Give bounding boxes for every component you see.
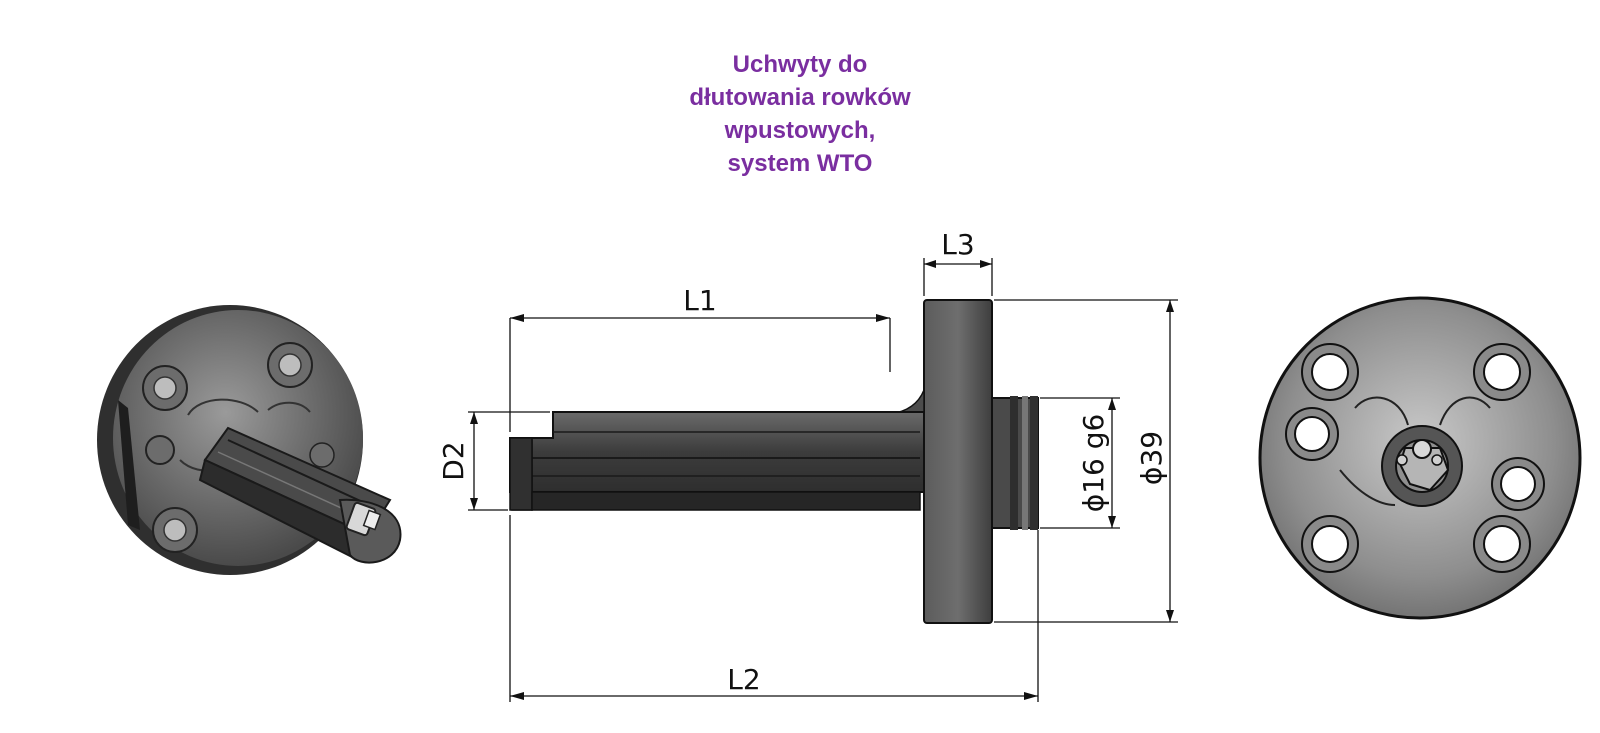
label-l3: L3 [941, 228, 974, 261]
label-flange-diameter: ϕ39 [1135, 431, 1168, 485]
dim-flange-diameter: ϕ39 [994, 299, 1178, 623]
title-line-4: system WTO [727, 150, 873, 177]
dim-shank-diameter: ϕ16 g6 [1040, 397, 1120, 529]
front-mount-holes [1285, 343, 1545, 573]
dim-l2: L2 [509, 515, 1039, 702]
front-tool-tip [1381, 425, 1463, 507]
label-shank-diameter: ϕ16 g6 [1077, 414, 1110, 513]
dim-l3: L3 [923, 228, 993, 296]
title-line-3: wpustowych, [724, 117, 876, 144]
diagram-title: Uchwyty do dłutowania rowków wpustowych,… [600, 48, 1000, 180]
title-line-2: dłutowania rowków [689, 84, 911, 111]
iso-disc-flat [118, 400, 140, 530]
iso-tool-shank [198, 426, 402, 564]
isometric-view [97, 305, 402, 575]
side-spigot [991, 396, 1039, 530]
label-l1: L1 [683, 284, 716, 317]
label-l2: L2 [727, 663, 760, 696]
side-view: L1 L3 L2 D2 [437, 228, 1178, 702]
label-d2: D2 [437, 441, 470, 480]
front-view [1258, 296, 1582, 620]
side-shaft [509, 411, 925, 511]
dim-d2: D2 [437, 411, 550, 511]
iso-mount-holes [142, 342, 335, 553]
dim-l1: L1 [509, 284, 891, 432]
title-line-1: Uchwyty do [732, 51, 868, 78]
side-flange [923, 299, 993, 624]
